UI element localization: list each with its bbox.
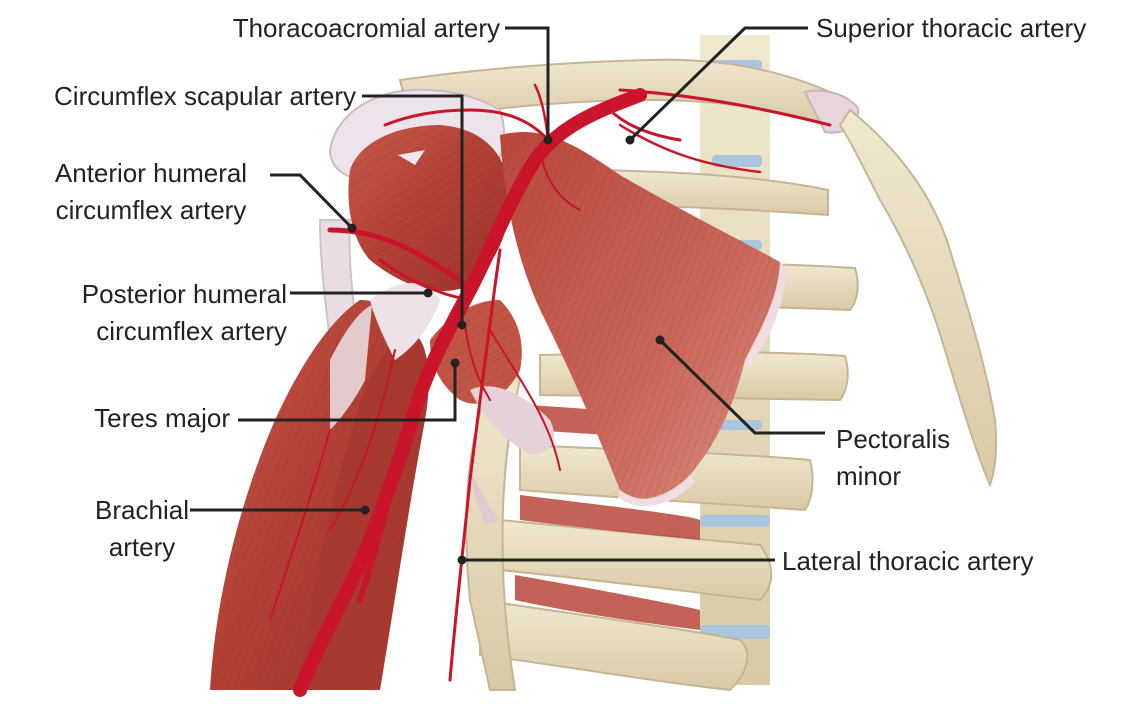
circumflex-scapular-artery: [464, 324, 491, 401]
label-anterior-humeral-circumflex-artery: Anterior humeral circumflex artery: [54, 158, 248, 225]
label-thoracoacromial-artery: Thoracoacromial artery: [232, 13, 500, 43]
arteries: [269, 83, 832, 697]
label-teres-major: Teres major: [94, 403, 230, 433]
label-posterior-humeral-circumflex-artery: Posterior humeral circumflex artery: [81, 279, 287, 346]
sternum-and-costal-cartilage: [838, 108, 998, 488]
label-circumflex-scapular-artery: Circumflex scapular artery: [54, 81, 356, 111]
thoracoacromial-artery: [383, 108, 550, 142]
label-pectoralis-minor: Pectoralis minor: [836, 424, 951, 491]
pectoralis-minor-muscle: [500, 131, 786, 506]
label-lateral-thoracic-artery: Lateral thoracic artery: [782, 546, 1034, 576]
subscapularis-muscle: [348, 125, 511, 291]
leader-lines: [190, 26, 825, 562]
lateral-thoracic-artery: [448, 248, 502, 682]
label-superior-thoracic-artery: Superior thoracic artery: [816, 13, 1087, 43]
leader-dots: [347, 135, 665, 565]
label-brachial-artery: Brachial artery: [95, 495, 189, 562]
superior-thoracic-artery: [608, 108, 682, 142]
brachial-artery: [357, 307, 463, 603]
